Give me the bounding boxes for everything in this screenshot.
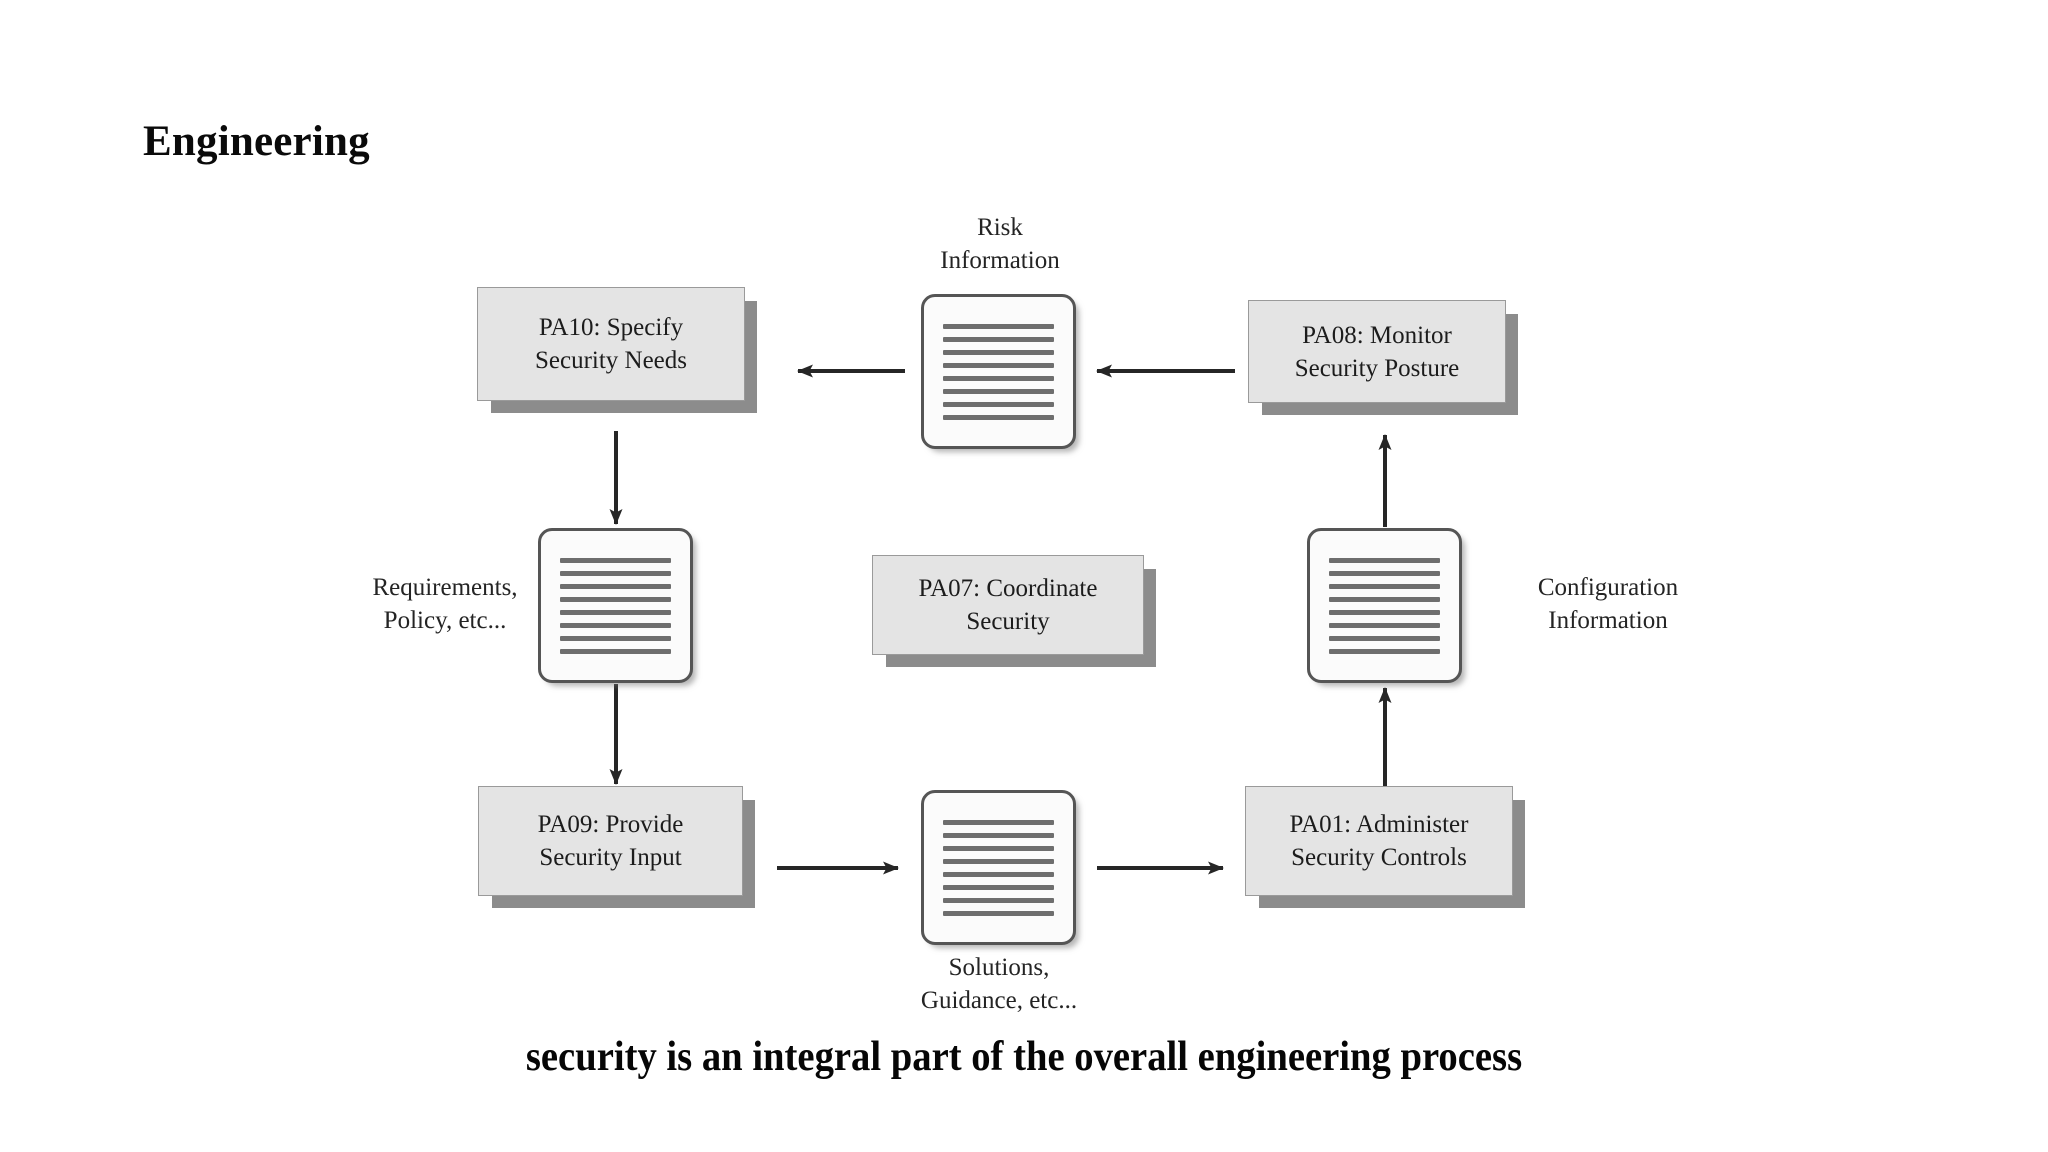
document-icon-requirements bbox=[538, 528, 693, 683]
doc-line bbox=[943, 819, 1054, 825]
doc-line bbox=[943, 845, 1054, 851]
doc-line bbox=[1329, 622, 1440, 628]
artifact-requirements-caption: Requirements, Policy, etc... bbox=[372, 574, 518, 634]
slide-caption: security is an integral part of the over… bbox=[525, 1034, 1523, 1080]
doc-line bbox=[1329, 635, 1440, 641]
document-icon-solutions bbox=[921, 790, 1076, 945]
page-title: Engineering bbox=[143, 118, 370, 165]
doc-line bbox=[560, 570, 671, 576]
doc-line bbox=[1329, 583, 1440, 589]
doc-line bbox=[943, 897, 1054, 903]
doc-line bbox=[943, 858, 1054, 864]
doc-line bbox=[943, 401, 1054, 407]
doc-line bbox=[943, 349, 1054, 355]
doc-line bbox=[943, 336, 1054, 342]
doc-line bbox=[1329, 557, 1440, 563]
doc-line bbox=[560, 635, 671, 641]
doc-line bbox=[560, 609, 671, 615]
doc-line bbox=[1329, 648, 1440, 654]
doc-line bbox=[943, 375, 1054, 381]
process-area-pa10[interactable]: PA10: Specify Security Needs bbox=[477, 287, 745, 401]
doc-line bbox=[560, 583, 671, 589]
doc-line bbox=[560, 596, 671, 602]
doc-line bbox=[943, 323, 1054, 329]
doc-line bbox=[943, 871, 1054, 877]
process-area-pa09-label: PA09: Provide Security Input bbox=[537, 811, 684, 871]
document-icon-configuration bbox=[1307, 528, 1462, 683]
doc-line bbox=[560, 557, 671, 563]
doc-line bbox=[943, 884, 1054, 890]
doc-line bbox=[1329, 609, 1440, 615]
process-area-pa09[interactable]: PA09: Provide Security Input bbox=[478, 786, 743, 896]
process-area-pa01-label: PA01: Administer Security Controls bbox=[1289, 811, 1469, 871]
doc-line bbox=[560, 622, 671, 628]
process-area-pa07-label: PA07: Coordinate Security bbox=[918, 575, 1098, 635]
doc-line bbox=[943, 414, 1054, 420]
doc-line bbox=[1329, 596, 1440, 602]
process-area-pa08-label: PA08: Monitor Security Posture bbox=[1294, 321, 1460, 382]
doc-line bbox=[943, 832, 1054, 838]
document-icon-risk-information bbox=[921, 294, 1076, 449]
artifact-solutions-caption: Solutions, Guidance, etc... bbox=[920, 954, 1078, 1014]
process-area-pa07[interactable]: PA07: Coordinate Security bbox=[872, 555, 1144, 655]
process-area-pa10-label: PA10: Specify Security Needs bbox=[534, 314, 688, 374]
process-area-pa08[interactable]: PA08: Monitor Security Posture bbox=[1248, 300, 1506, 403]
artifact-configuration-caption: Configuration Information bbox=[1537, 574, 1679, 634]
doc-line bbox=[943, 388, 1054, 394]
doc-line bbox=[1329, 570, 1440, 576]
process-area-pa01[interactable]: PA01: Administer Security Controls bbox=[1245, 786, 1513, 896]
artifact-risk-information-caption: Risk Information bbox=[940, 214, 1060, 274]
doc-line bbox=[560, 648, 671, 654]
doc-line bbox=[943, 362, 1054, 368]
doc-line bbox=[943, 910, 1054, 916]
